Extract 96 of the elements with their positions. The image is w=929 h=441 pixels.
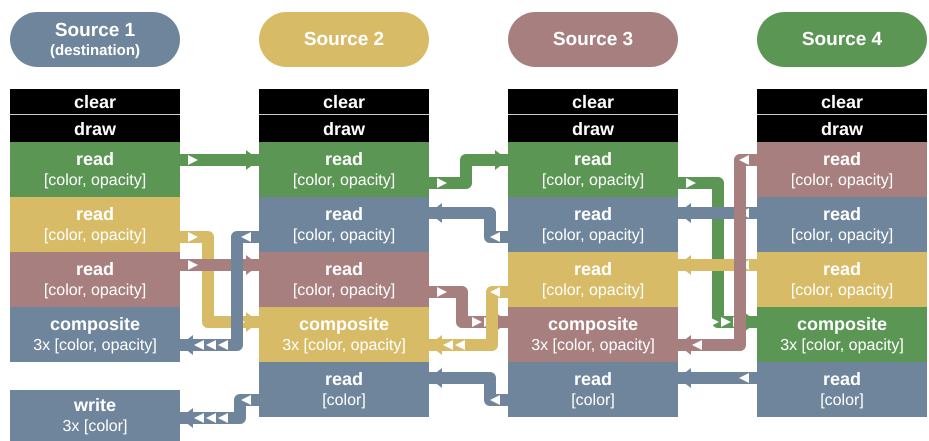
stage-params: [color, opacity] bbox=[292, 170, 396, 190]
stage-params: [color, opacity] bbox=[44, 280, 146, 300]
connector-arrow bbox=[429, 203, 508, 243]
stage-name: read bbox=[76, 148, 114, 170]
source-name: Source 2 bbox=[304, 28, 384, 50]
stage-params: [color, opacity] bbox=[44, 170, 146, 190]
connector-arrow bbox=[429, 150, 508, 189]
connector-arrow bbox=[429, 286, 508, 355]
source-name: (destination) bbox=[50, 42, 140, 60]
stage-box bbox=[259, 252, 429, 307]
stage-box bbox=[508, 252, 678, 307]
connector-arrow bbox=[180, 255, 259, 275]
stage-name: read bbox=[76, 258, 114, 280]
stage-box bbox=[508, 307, 678, 362]
connector-arrow bbox=[180, 231, 259, 332]
stage-name: read bbox=[822, 202, 862, 224]
stage-box bbox=[757, 142, 927, 197]
connector-arrow bbox=[678, 177, 757, 332]
stage-params: [color, opacity] bbox=[542, 226, 644, 246]
connector-arrow bbox=[180, 231, 259, 355]
stage-name: clear bbox=[322, 90, 366, 112]
stage-box bbox=[10, 142, 180, 197]
stage-params: [color, opacity] bbox=[790, 226, 894, 246]
stage-params: 3x [color, opacity] bbox=[531, 336, 655, 356]
stage-name: read bbox=[574, 148, 612, 170]
stage-params: [color, opacity] bbox=[292, 226, 396, 246]
stage-params: [color, opacity] bbox=[292, 280, 396, 300]
stage-box bbox=[508, 142, 678, 197]
step-bar bbox=[508, 115, 678, 142]
stage-name: clear bbox=[74, 90, 116, 112]
stage-name: read bbox=[76, 202, 114, 224]
connector-arrow bbox=[429, 286, 508, 332]
stage-box bbox=[10, 307, 180, 362]
connector-arrow bbox=[678, 154, 757, 355]
stage-name: clear bbox=[572, 90, 614, 112]
step-bar bbox=[10, 89, 180, 115]
step-bar bbox=[259, 115, 429, 142]
stage-name: read bbox=[574, 202, 612, 224]
stage-name: draw bbox=[572, 118, 614, 140]
stage-params: [color, opacity] bbox=[790, 280, 894, 300]
stage-name: read bbox=[324, 202, 364, 224]
step-bar bbox=[757, 115, 927, 142]
stage-box bbox=[10, 390, 180, 441]
stage-name: read bbox=[574, 258, 612, 280]
stage-name: read bbox=[822, 148, 862, 170]
stage-box bbox=[259, 197, 429, 252]
stage-params: [color, opacity] bbox=[44, 226, 146, 246]
stage-name: write bbox=[74, 394, 116, 416]
stage-name: read bbox=[324, 258, 364, 280]
source-name: Source 4 bbox=[802, 28, 882, 50]
connector-arrow bbox=[180, 394, 259, 428]
stage-params: 3x [color, opacity] bbox=[282, 336, 406, 356]
stage-box bbox=[259, 362, 429, 417]
stage-params: [color] bbox=[571, 390, 615, 410]
source-name: Source 1 bbox=[54, 20, 136, 42]
stage-name: read bbox=[822, 368, 862, 390]
stage-name: composite bbox=[50, 312, 140, 334]
stage-params: 3x [color] bbox=[62, 416, 128, 436]
stage-name: read bbox=[822, 258, 862, 280]
stage-box bbox=[757, 307, 927, 362]
stage-name: draw bbox=[74, 118, 116, 140]
stage-name: clear bbox=[820, 90, 864, 112]
stage-box bbox=[10, 197, 180, 252]
connector-arrow bbox=[678, 255, 757, 275]
stage-name: draw bbox=[820, 118, 863, 140]
stage-name: composite bbox=[298, 312, 390, 334]
stage-params: [color] bbox=[820, 390, 864, 410]
stage-box bbox=[259, 142, 429, 197]
stage-name: read bbox=[324, 148, 364, 170]
stage-params: [color, opacity] bbox=[790, 170, 894, 190]
source-name: Source 3 bbox=[552, 28, 634, 50]
stage-name: read bbox=[574, 368, 612, 390]
stage-name: draw bbox=[322, 118, 365, 140]
stage-name: composite bbox=[796, 312, 888, 334]
stage-box bbox=[259, 307, 429, 362]
stage-name: composite bbox=[548, 312, 638, 334]
stage-params: [color, opacity] bbox=[542, 280, 644, 300]
stage-params: 3x [color, opacity] bbox=[33, 336, 157, 356]
step-bar bbox=[259, 89, 429, 115]
stage-name: read bbox=[324, 368, 364, 390]
connector-arrow bbox=[180, 150, 259, 170]
connector-arrow bbox=[678, 203, 757, 223]
connector-arrow bbox=[678, 368, 757, 388]
stage-params: [color, opacity] bbox=[542, 170, 644, 190]
stage-params: [color] bbox=[322, 390, 366, 410]
stage-box bbox=[757, 252, 927, 307]
stage-params: 3x [color, opacity] bbox=[780, 336, 904, 356]
stage-box bbox=[10, 252, 180, 307]
stage-box bbox=[508, 197, 678, 252]
connector-arrow bbox=[429, 368, 508, 406]
step-bar bbox=[508, 89, 678, 115]
step-bar bbox=[757, 89, 927, 115]
stage-box bbox=[757, 197, 927, 252]
stage-box bbox=[757, 362, 927, 417]
stage-box bbox=[508, 362, 678, 417]
step-bar bbox=[10, 115, 180, 142]
